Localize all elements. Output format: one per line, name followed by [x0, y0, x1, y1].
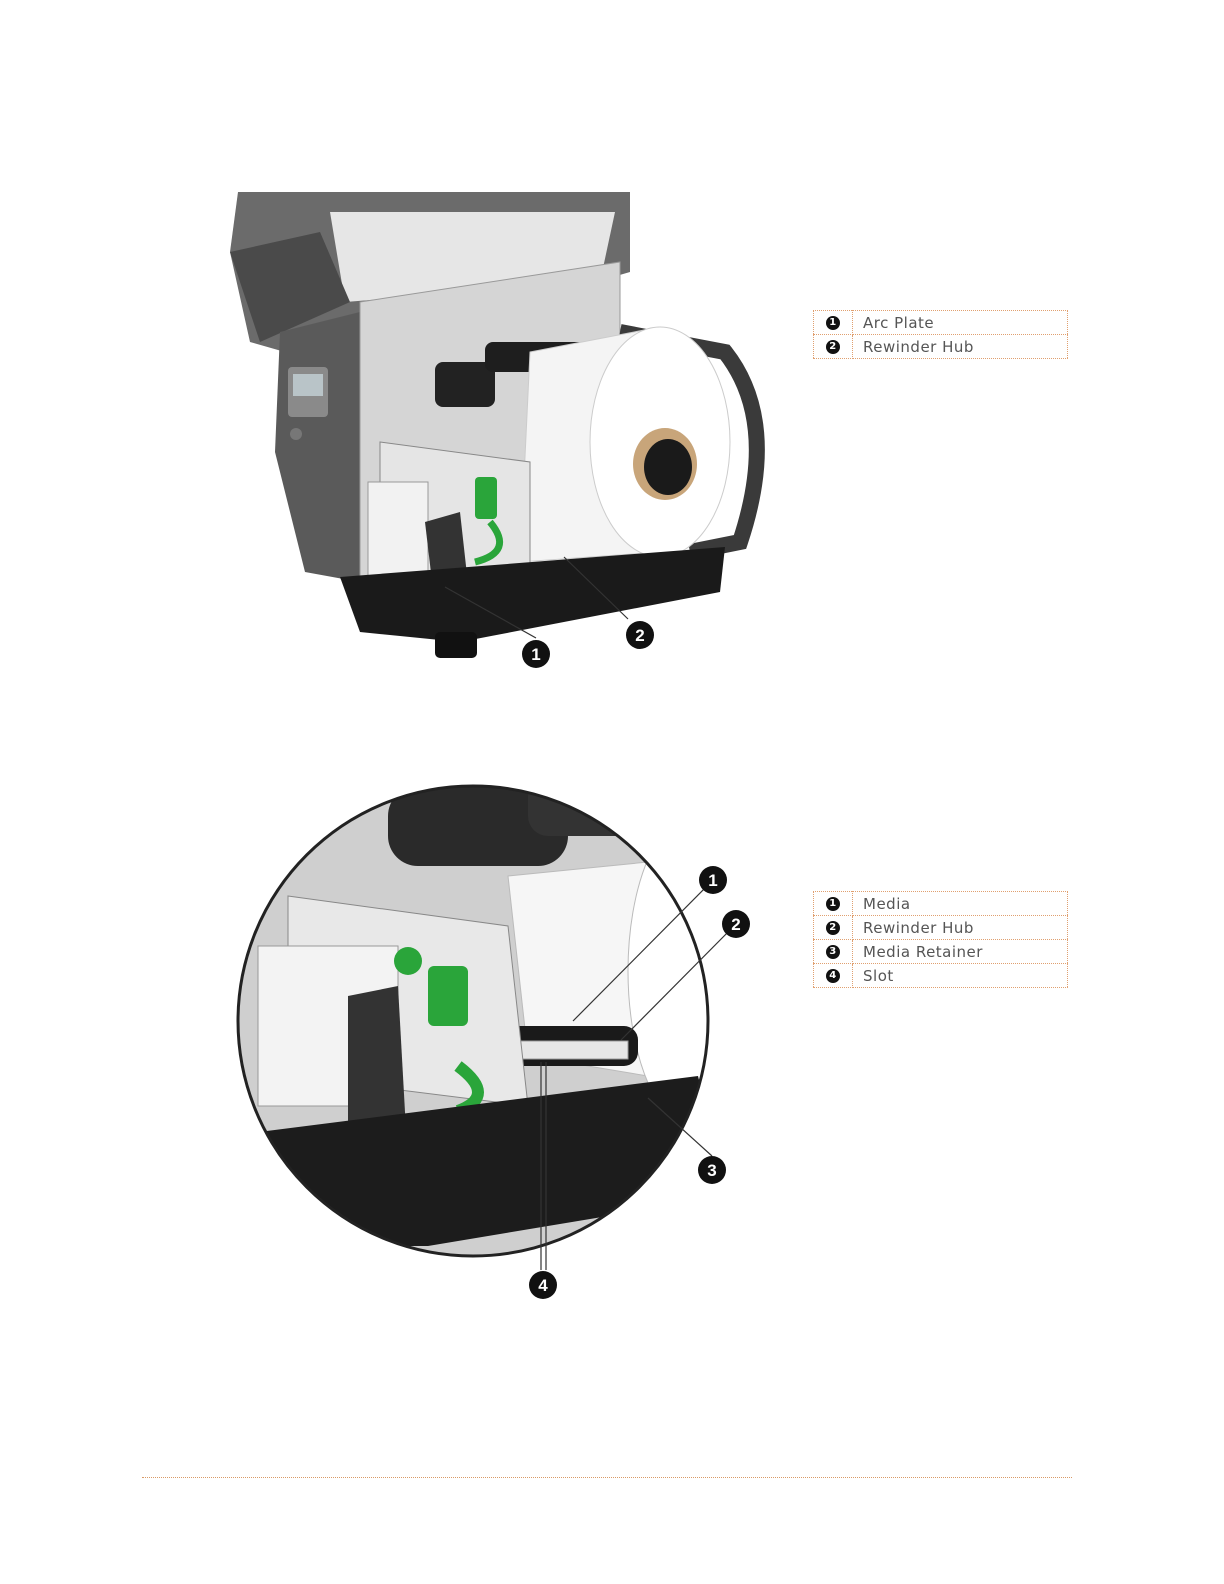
legend-number-badge: 1: [826, 316, 840, 330]
callout-1: 1: [708, 871, 717, 890]
legend-label: Media Retainer: [853, 940, 1068, 964]
legend-number-badge: 3: [826, 945, 840, 959]
legend-number-badge: 2: [826, 340, 840, 354]
legend-label: Rewinder Hub: [853, 335, 1068, 359]
legend-figure-1: 1 Arc Plate 2 Rewinder Hub: [813, 310, 1068, 359]
legend-row: 2 Rewinder Hub: [814, 916, 1068, 940]
callout-3: 3: [707, 1161, 716, 1180]
legend-label: Arc Plate: [853, 311, 1068, 335]
legend-label: Rewinder Hub: [853, 916, 1068, 940]
legend-number-badge: 1: [826, 897, 840, 911]
legend-row: 1 Arc Plate: [814, 311, 1068, 335]
legend-row: 4 Slot: [814, 964, 1068, 988]
printer-illustration: 1 2: [220, 192, 772, 670]
callout-4: 4: [538, 1276, 548, 1295]
legend-label: Slot: [853, 964, 1068, 988]
legend-row: 3 Media Retainer: [814, 940, 1068, 964]
legend-number-badge: 2: [826, 921, 840, 935]
legend-label: Media: [853, 892, 1068, 916]
callout-2: 2: [731, 915, 740, 934]
legend-number-badge: 4: [826, 969, 840, 983]
legend-row: 1 Media: [814, 892, 1068, 916]
footer-divider: [142, 1477, 1072, 1478]
callout-1: 1: [531, 645, 540, 664]
callout-2: 2: [635, 626, 644, 645]
legend-row: 2 Rewinder Hub: [814, 335, 1068, 359]
detail-illustration: 1 2 3 4: [228, 776, 758, 1306]
legend-figure-2: 1 Media 2 Rewinder Hub 3 Media Retainer …: [813, 891, 1068, 988]
